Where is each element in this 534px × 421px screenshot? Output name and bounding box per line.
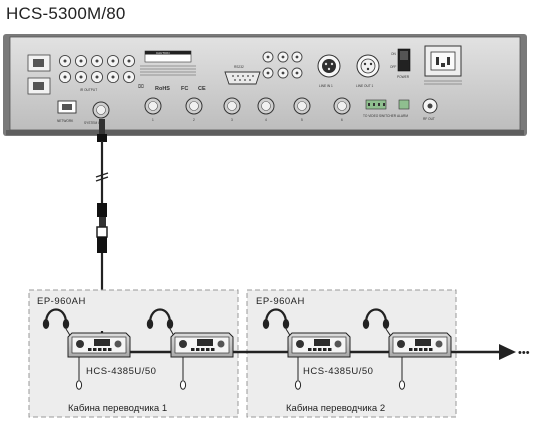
microphone-icon — [294, 380, 302, 390]
ir-output-label: IR OUTPUT — [80, 88, 97, 92]
certification-marks: ⌧ RoHS FC CE — [138, 84, 206, 92]
microphone-icon — [179, 380, 187, 390]
interpreter-units — [42, 308, 452, 390]
network-port: NETWORK — [57, 100, 77, 123]
rf-out-connector: RF OUT — [422, 98, 438, 121]
caution-label: CAUTION — [140, 50, 196, 76]
svg-text:SYSTEM OUT: SYSTEM OUT — [84, 121, 105, 125]
svg-text:ON: ON — [391, 52, 396, 56]
svg-text:POWER: POWER — [397, 75, 410, 79]
svg-text:4: 4 — [265, 118, 267, 122]
svg-text:LINE IN 1: LINE IN 1 — [319, 84, 333, 88]
system-out-port: SYSTEM OUT — [84, 101, 110, 125]
continuation-dots: ••• — [518, 347, 530, 359]
svg-text:TO VIDEO SWITCHER: TO VIDEO SWITCHER — [363, 114, 397, 118]
svg-text:6: 6 — [341, 118, 343, 122]
svg-text:RS232: RS232 — [234, 65, 244, 69]
weee-icon: ⌧ — [138, 84, 144, 90]
unit-label: HCS-4385U/50 — [86, 366, 156, 377]
headphones-icon — [262, 308, 295, 344]
svg-text:OFF: OFF — [390, 65, 396, 69]
booth-caption: Кабина переводчика 2 — [286, 403, 385, 414]
unit-label: HCS-4385U/50 — [303, 366, 373, 377]
fc-mark: FC — [181, 86, 188, 92]
svg-text:2: 2 — [193, 118, 195, 122]
svg-text:5: 5 — [301, 118, 303, 122]
rohs-mark: RoHS — [155, 86, 170, 92]
microphone-icon — [75, 380, 83, 390]
interpreter-console — [146, 308, 234, 390]
ir-output-connectors: IR OUTPUT — [58, 54, 136, 92]
interpreter-console — [42, 308, 131, 390]
xlr-line-in: LINE IN 1 — [317, 54, 341, 88]
headphone-label: EP-960AH — [37, 296, 86, 307]
rack-unit: IR OUTPUT CAUTION ⌧ RoHS FC CE RS232 — [3, 34, 527, 136]
arrow-right-icon — [499, 344, 516, 360]
svg-text:NETWORK: NETWORK — [57, 119, 74, 123]
rs232-port: RS232 — [224, 65, 261, 85]
caution-text: CAUTION — [156, 51, 170, 55]
ac-inlet — [424, 45, 462, 85]
interpreter-console — [262, 308, 351, 390]
device-title: HCS-5300M/80 — [6, 4, 126, 23]
svg-text:ALARM: ALARM — [397, 114, 408, 118]
interpreter-console — [362, 308, 452, 390]
svg-text:3: 3 — [231, 118, 233, 122]
svg-text:RF OUT: RF OUT — [423, 117, 435, 121]
left-port-block — [27, 54, 51, 95]
microphone-icon — [398, 380, 406, 390]
headphone-label: EP-960AH — [256, 296, 305, 307]
power-switch[interactable]: ON OFF POWER — [390, 48, 411, 79]
svg-text:1: 1 — [152, 118, 154, 122]
svg-text:LINE OUT 1: LINE OUT 1 — [356, 84, 374, 88]
ce-mark: CE — [198, 86, 206, 92]
booth-caption: Кабина переводчика 1 — [68, 403, 167, 414]
xlr-line-out: LINE OUT 1 — [356, 54, 380, 88]
trunk-connectors: 1 2 3 4 5 6 — [144, 97, 351, 122]
terminal-blocks: TO VIDEO SWITCHER ALARM — [363, 99, 410, 118]
